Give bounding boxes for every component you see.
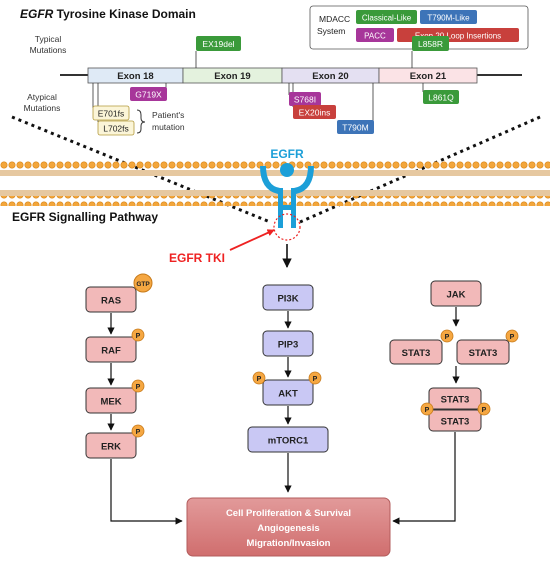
atypical-label-line1: Atypical (27, 92, 57, 102)
outcome-box (186, 497, 391, 557)
patient-brace (136, 109, 146, 134)
tki-arrow (229, 229, 275, 251)
egfr-label: EGFR (270, 147, 304, 161)
svg-text:P: P (136, 384, 141, 391)
ras-pathway: RAS RAF MEK ERK GTP P P P (85, 273, 153, 459)
exon-21 (378, 67, 478, 84)
legend: MDACC System Classical-Like T790M-Like P… (309, 5, 529, 50)
mutation-stems (92, 51, 424, 122)
exon-track: Exon 18 Exon 19 Exon 20 Exon 21 (87, 67, 478, 84)
svg-text:P: P (136, 429, 141, 436)
node-pip3: PIP3 (278, 340, 299, 351)
node-akt: AKT (278, 389, 298, 400)
jak-stat-pathway: JAK STAT3 STAT3 P P STAT3 STAT3 P P (389, 280, 519, 432)
tag-g719x (130, 87, 167, 101)
pathway-title: EGFR Signalling Pathway (12, 210, 158, 224)
typical-label-line1: Typical (35, 34, 62, 44)
legend-label-line2: System (317, 26, 345, 36)
typical-label-line2: Mutations (30, 45, 67, 55)
phospho-stat3-right (505, 329, 519, 343)
node-erk: ERK (101, 442, 121, 453)
outcome-line2: Angiogenesis (257, 523, 319, 534)
node-stat3-dimer-top: STAT3 (441, 395, 470, 406)
outcome-line1: Cell Proliferation & Survival (226, 508, 351, 519)
node-stat3-right: STAT3 (469, 348, 498, 359)
tag-ex20ins-label: EX20ins (299, 108, 331, 118)
phospho-akt-left (252, 371, 266, 385)
patient-label-line1: Patient's (152, 110, 184, 120)
node-raf: RAF (101, 346, 121, 357)
tag-e701fs-label: E701fs (98, 109, 124, 119)
svg-text:P: P (445, 334, 450, 341)
node-mtorc1: mTORC1 (268, 436, 309, 447)
tag-l702fs (97, 120, 135, 136)
gtp-badge (133, 273, 153, 293)
tki-binding-site (273, 213, 301, 241)
tag-ex19del-label: EX19del (202, 39, 234, 49)
phospho-dimer-right (477, 402, 491, 416)
node-stat3-dimer-bottom: STAT3 (441, 417, 470, 428)
legend-label-line1: MDACC (319, 14, 350, 24)
zoom-line-right (299, 115, 541, 224)
phospho-raf (131, 328, 145, 342)
figure-title: EGFR Tyrosine Kinase Domain (20, 7, 196, 21)
phospho-erk (131, 424, 145, 438)
legend-item-classical: Classical-Like (362, 14, 412, 23)
exon-18-label: Exon 18 (117, 71, 153, 82)
converging-arrows (110, 432, 456, 525)
tag-s768i-label: S768I (294, 95, 316, 105)
svg-text:P: P (257, 376, 262, 383)
node-stat3-left: STAT3 (402, 348, 431, 359)
legend-swatch-pacc (356, 28, 394, 42)
tag-l861q (423, 90, 459, 104)
legend-swatch-classical (356, 10, 417, 24)
svg-text:P: P (136, 333, 141, 340)
zoom-line-left (11, 115, 271, 224)
phospho-dimer-left (420, 402, 434, 416)
tag-ex19del (196, 36, 241, 51)
node-pi3k: PI3K (277, 294, 298, 305)
tag-s768i (289, 92, 321, 106)
tag-l861q-label: L861Q (428, 93, 454, 103)
legend-item-exon20: Exon 20 Loop Insertions (415, 32, 501, 41)
phospho-mek (131, 379, 145, 393)
legend-swatch-t790m (420, 10, 477, 24)
svg-text:P: P (425, 407, 430, 414)
legend-item-t790m: T790M-Like (427, 14, 470, 23)
phospho-akt-right (308, 371, 322, 385)
svg-text:P: P (510, 334, 515, 341)
node-jak: JAK (446, 290, 465, 301)
node-mek: MEK (100, 397, 121, 408)
exon-20-label: Exon 20 (312, 71, 348, 82)
tag-l858r-label: L858R (418, 39, 443, 49)
egfr-tki-label: EGFR TKI (169, 251, 225, 265)
phospho-stat3-left (440, 329, 454, 343)
exon-21-label: Exon 21 (410, 71, 447, 82)
tag-l702fs-label: L702fs (103, 124, 129, 134)
egfr-receptor-icon (260, 163, 314, 228)
tag-t790m (337, 120, 374, 134)
exon-19-label: Exon 19 (214, 71, 250, 82)
gtp-label: GTP (136, 281, 150, 288)
atypical-label-line2: Mutations (24, 103, 61, 113)
outcome-line3: Migration/Invasion (247, 538, 331, 549)
svg-text:P: P (482, 407, 487, 414)
tag-ex20ins (293, 105, 336, 119)
pi3k-pathway: PI3K PIP3 AKT mTORC1 P P (247, 284, 329, 453)
tag-g719x-label: G719X (135, 90, 162, 100)
cell-membrane (0, 159, 550, 206)
svg-text:P: P (313, 376, 318, 383)
tag-e701fs (92, 105, 130, 121)
tag-t790m-label: T790M (342, 123, 368, 133)
patient-label-line2: mutation (152, 122, 185, 132)
tag-l858r (412, 36, 449, 51)
legend-item-pacc: PACC (364, 32, 386, 41)
node-ras: RAS (101, 296, 121, 307)
